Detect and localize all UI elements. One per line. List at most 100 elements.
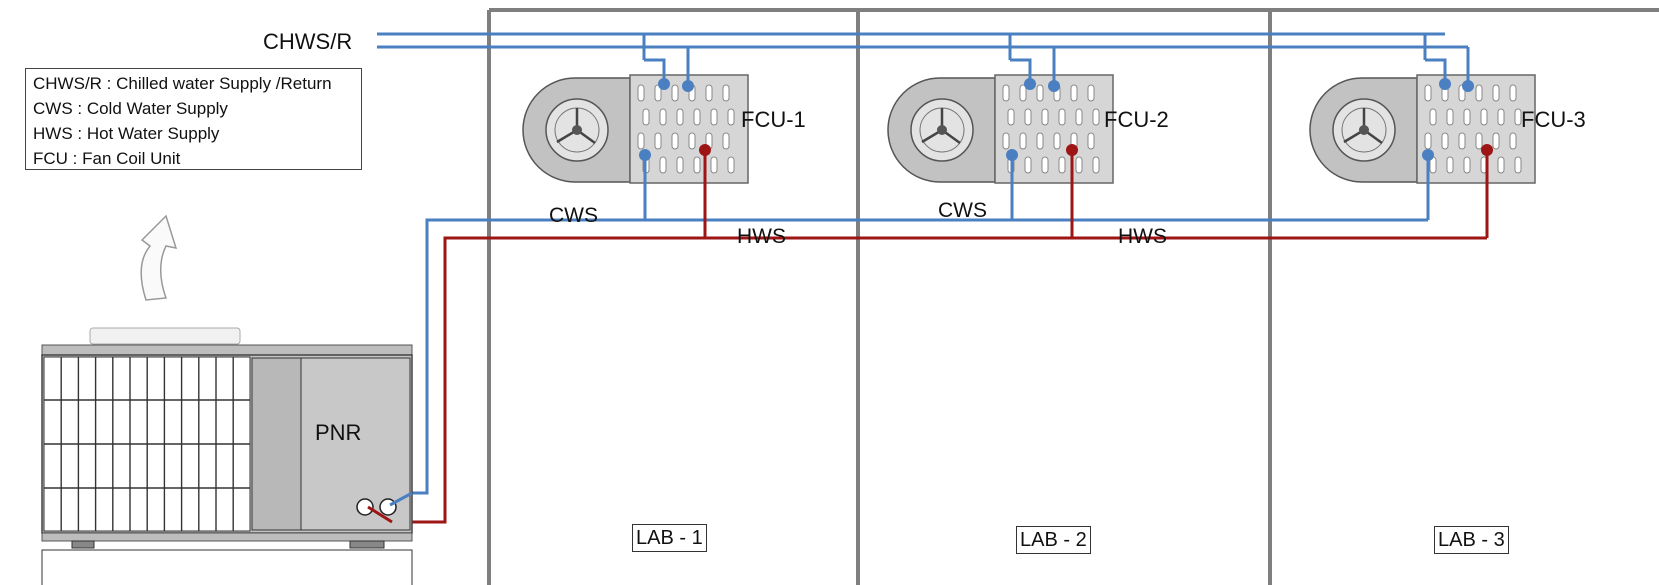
fcu-2-coil-fin [1041,156,1049,174]
fcu-3-coil-fin [1458,132,1466,150]
fcu-3-coil-fin [1475,84,1483,102]
fcu-3-coil-fin [1497,108,1505,126]
fcu-3-coil-fin [1446,108,1454,126]
fcu-3-coil-fin [1475,132,1483,150]
fcu-3-coil-fin [1509,132,1517,150]
pnr-cws-connector [389,491,413,507]
fcu-1-coil-fin [688,132,696,150]
lab-1-label: LAB - 1 [632,524,707,552]
fcu-1-coil-fin [710,108,718,126]
pnr-pad [41,549,413,585]
pnr-label: PNR [315,420,361,445]
pnr-top-cap [41,344,413,356]
fcu-3-coil-fin [1497,156,1505,174]
fcu-3-coil-fin [1429,108,1437,126]
legend-item-fcu: FCU : Fan Coil Unit [33,149,181,168]
fcu-2-coil-fin [1075,156,1083,174]
fcu-1-coil-fin [710,156,718,174]
fcu-1-coil-fin [722,132,730,150]
cws-label-lab2: CWS [938,199,987,222]
fcu-3-coil-fin [1424,84,1432,102]
fcu-2-label: FCU-2 [1104,107,1169,132]
pnr-outdoor-unit [41,327,413,585]
fcu-2-coil-fin [1058,108,1066,126]
fcu-1-coil-fin [671,84,679,102]
fcu-3-coil-fin [1463,108,1471,126]
fcu-2-hws-port [1066,144,1078,156]
fcu-1-coil-fin [727,108,735,126]
chws-r-header-label: CHWS/R [263,29,352,54]
pnr-port-hot [356,498,374,516]
fcu-2-cws-port [1006,149,1018,161]
fcu-2-coil-fin [1024,156,1032,174]
legend-box: CHWS/R : Chilled water Supply /Return CW… [25,68,362,170]
cws-main-pipe [412,218,1428,495]
fcu-2-coil-fin [1087,84,1095,102]
fcu-2-coil-fin [1092,108,1100,126]
fcu-2-coil-fin [1075,108,1083,126]
fcu-3-coil-fin [1480,108,1488,126]
fcu-1-coil-fin [676,108,684,126]
fcu-3-coil-fin [1509,84,1517,102]
pnr-grille-lines [44,357,250,531]
hws-main-pipe [392,236,1487,524]
fcu-3-chws-branch [1425,58,1447,84]
fcu-2-coil-fin [1041,108,1049,126]
condenser-fan-grille [89,327,241,345]
exhaust-arrow-icon [140,214,178,301]
fcu-1-coil-fin [654,132,662,150]
fcu-3-hws-port [1481,144,1493,156]
fcu-1-coil-fin [659,108,667,126]
fcu-1-coil-fin [693,156,701,174]
cws-label-lab1: CWS [549,204,598,227]
fcu-1-coil-fin [693,108,701,126]
fcu-2-coil-fin [1070,84,1078,102]
pnr-base-rail [41,532,413,542]
chws-r-header-pipes [377,32,1468,49]
fcu-3-coil-fin [1492,132,1500,150]
fcu-3-coil-fin [1424,132,1432,150]
fcu-1-chwr-port [682,80,694,92]
fcu-1-coil-fin [637,132,645,150]
fcu-1-fan-hub [572,125,582,135]
fcu-2-chwr-port [1048,80,1060,92]
fcu-2-unit [887,34,1114,238]
fcu-2-coil-fin [1092,156,1100,174]
lab-3-label: LAB - 3 [1434,526,1509,554]
fcu-1-hws-port [699,144,711,156]
fcu-2-coil-fin [1007,108,1015,126]
pnr-access-panel [251,357,302,531]
fcu-1-coil-fin [637,84,645,102]
fcu-2-coil-fin [1019,84,1027,102]
fcu-2-chws-port [1024,78,1036,90]
fcu-2-coil-fin [1036,84,1044,102]
fcu-3-label: FCU-3 [1521,107,1586,132]
fcu-1-coil-fin [671,132,679,150]
lab-2-label: LAB - 2 [1016,526,1091,554]
hws-label-lab1: HWS [737,225,786,248]
fcu-1-coil-fin [722,84,730,102]
hws-label-lab2: HWS [1118,225,1167,248]
fcu-2-coil-fin [1036,132,1044,150]
fcu-1-coil-fin [659,156,667,174]
fcu-3-chwr-port [1462,80,1474,92]
fcu-1-cws-port [639,149,651,161]
fcu-3-coil-fin [1514,156,1522,174]
fcu-2-coil-fin [1019,132,1027,150]
fcu-3-cws-port [1422,149,1434,161]
fcu-3-unit [1309,34,1536,238]
fcu-1-coil-fin [705,84,713,102]
fcu-1-label: FCU-1 [741,107,806,132]
fcu-2-coil-fin [1002,132,1010,150]
fcu-1-coil-fin [654,84,662,102]
fcu-1-chws-branch [644,58,666,84]
fcu-1-chws-port [658,78,670,90]
fcu-1-coil-fin [727,156,735,174]
fcu-1-coil-fin [676,156,684,174]
legend-item-hws: HWS : Hot Water Supply [33,124,220,143]
fcu-1-unit [522,34,749,238]
pnr-hws-connector [367,505,393,524]
fcu-3-fan-hub [1359,125,1369,135]
fcu-3-coil-fin [1441,132,1449,150]
